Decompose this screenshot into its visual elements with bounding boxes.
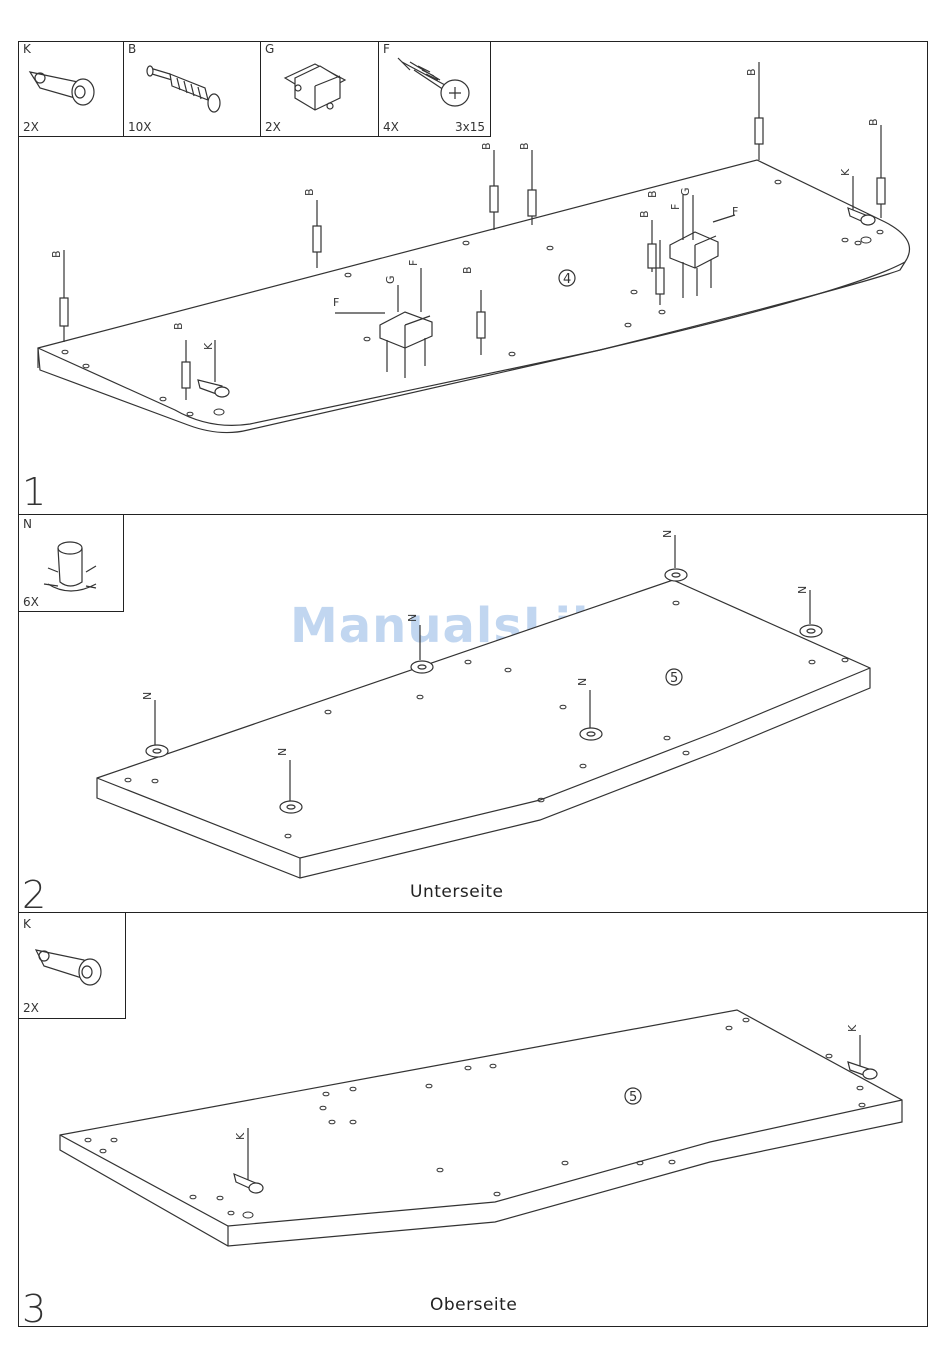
callout-b: B (745, 68, 758, 76)
tee-nut-5 (665, 535, 687, 581)
callout-f: F (732, 205, 738, 218)
callout-f: F (407, 260, 420, 266)
callout-b: B (480, 142, 493, 150)
callout-b: B (461, 266, 474, 274)
board-step2 (97, 580, 870, 878)
callout-n: N (796, 586, 809, 594)
callout-n: N (276, 748, 289, 756)
callout-g: G (384, 275, 397, 284)
board-number: 4 (563, 272, 571, 287)
callout-f: F (669, 204, 682, 210)
callout-k: K (846, 1024, 859, 1032)
board-number: 5 (629, 1090, 637, 1105)
board-step1 (38, 160, 910, 433)
callout-b: B (303, 188, 316, 196)
cam-lock-k-icon (30, 72, 94, 105)
callout-b: B (172, 322, 185, 330)
callout-g: G (679, 187, 692, 196)
dowel-b-icon (147, 66, 220, 112)
callout-n: N (576, 678, 589, 686)
callout-b: B (867, 118, 880, 126)
callout-k: K (839, 168, 852, 176)
cam-lock-k-icon-step3 (36, 950, 101, 985)
dowel-4 (490, 150, 498, 230)
screw-f-icon (398, 58, 469, 106)
board-step3 (60, 1010, 902, 1246)
dowel-10 (877, 125, 885, 218)
dowel-1 (60, 250, 68, 342)
tee-nut-n-icon (44, 542, 96, 591)
callout-b: B (518, 142, 531, 150)
callout-f: F (333, 296, 339, 309)
tee-nut-3 (411, 625, 433, 673)
callout-n: N (406, 614, 419, 622)
callout-b: B (638, 210, 651, 218)
dowel-3 (313, 200, 321, 268)
callout-n: N (661, 530, 674, 538)
callout-b: B (50, 250, 63, 258)
tee-nut-6 (800, 590, 822, 637)
callout-k: K (202, 342, 215, 350)
callout-k: K (234, 1132, 247, 1140)
board-number: 5 (670, 671, 678, 686)
tee-nut-1 (146, 700, 168, 757)
callout-n: N (141, 692, 154, 700)
catch-g-icon (285, 64, 345, 110)
callout-b: B (646, 190, 659, 198)
dowel-5 (528, 150, 536, 225)
